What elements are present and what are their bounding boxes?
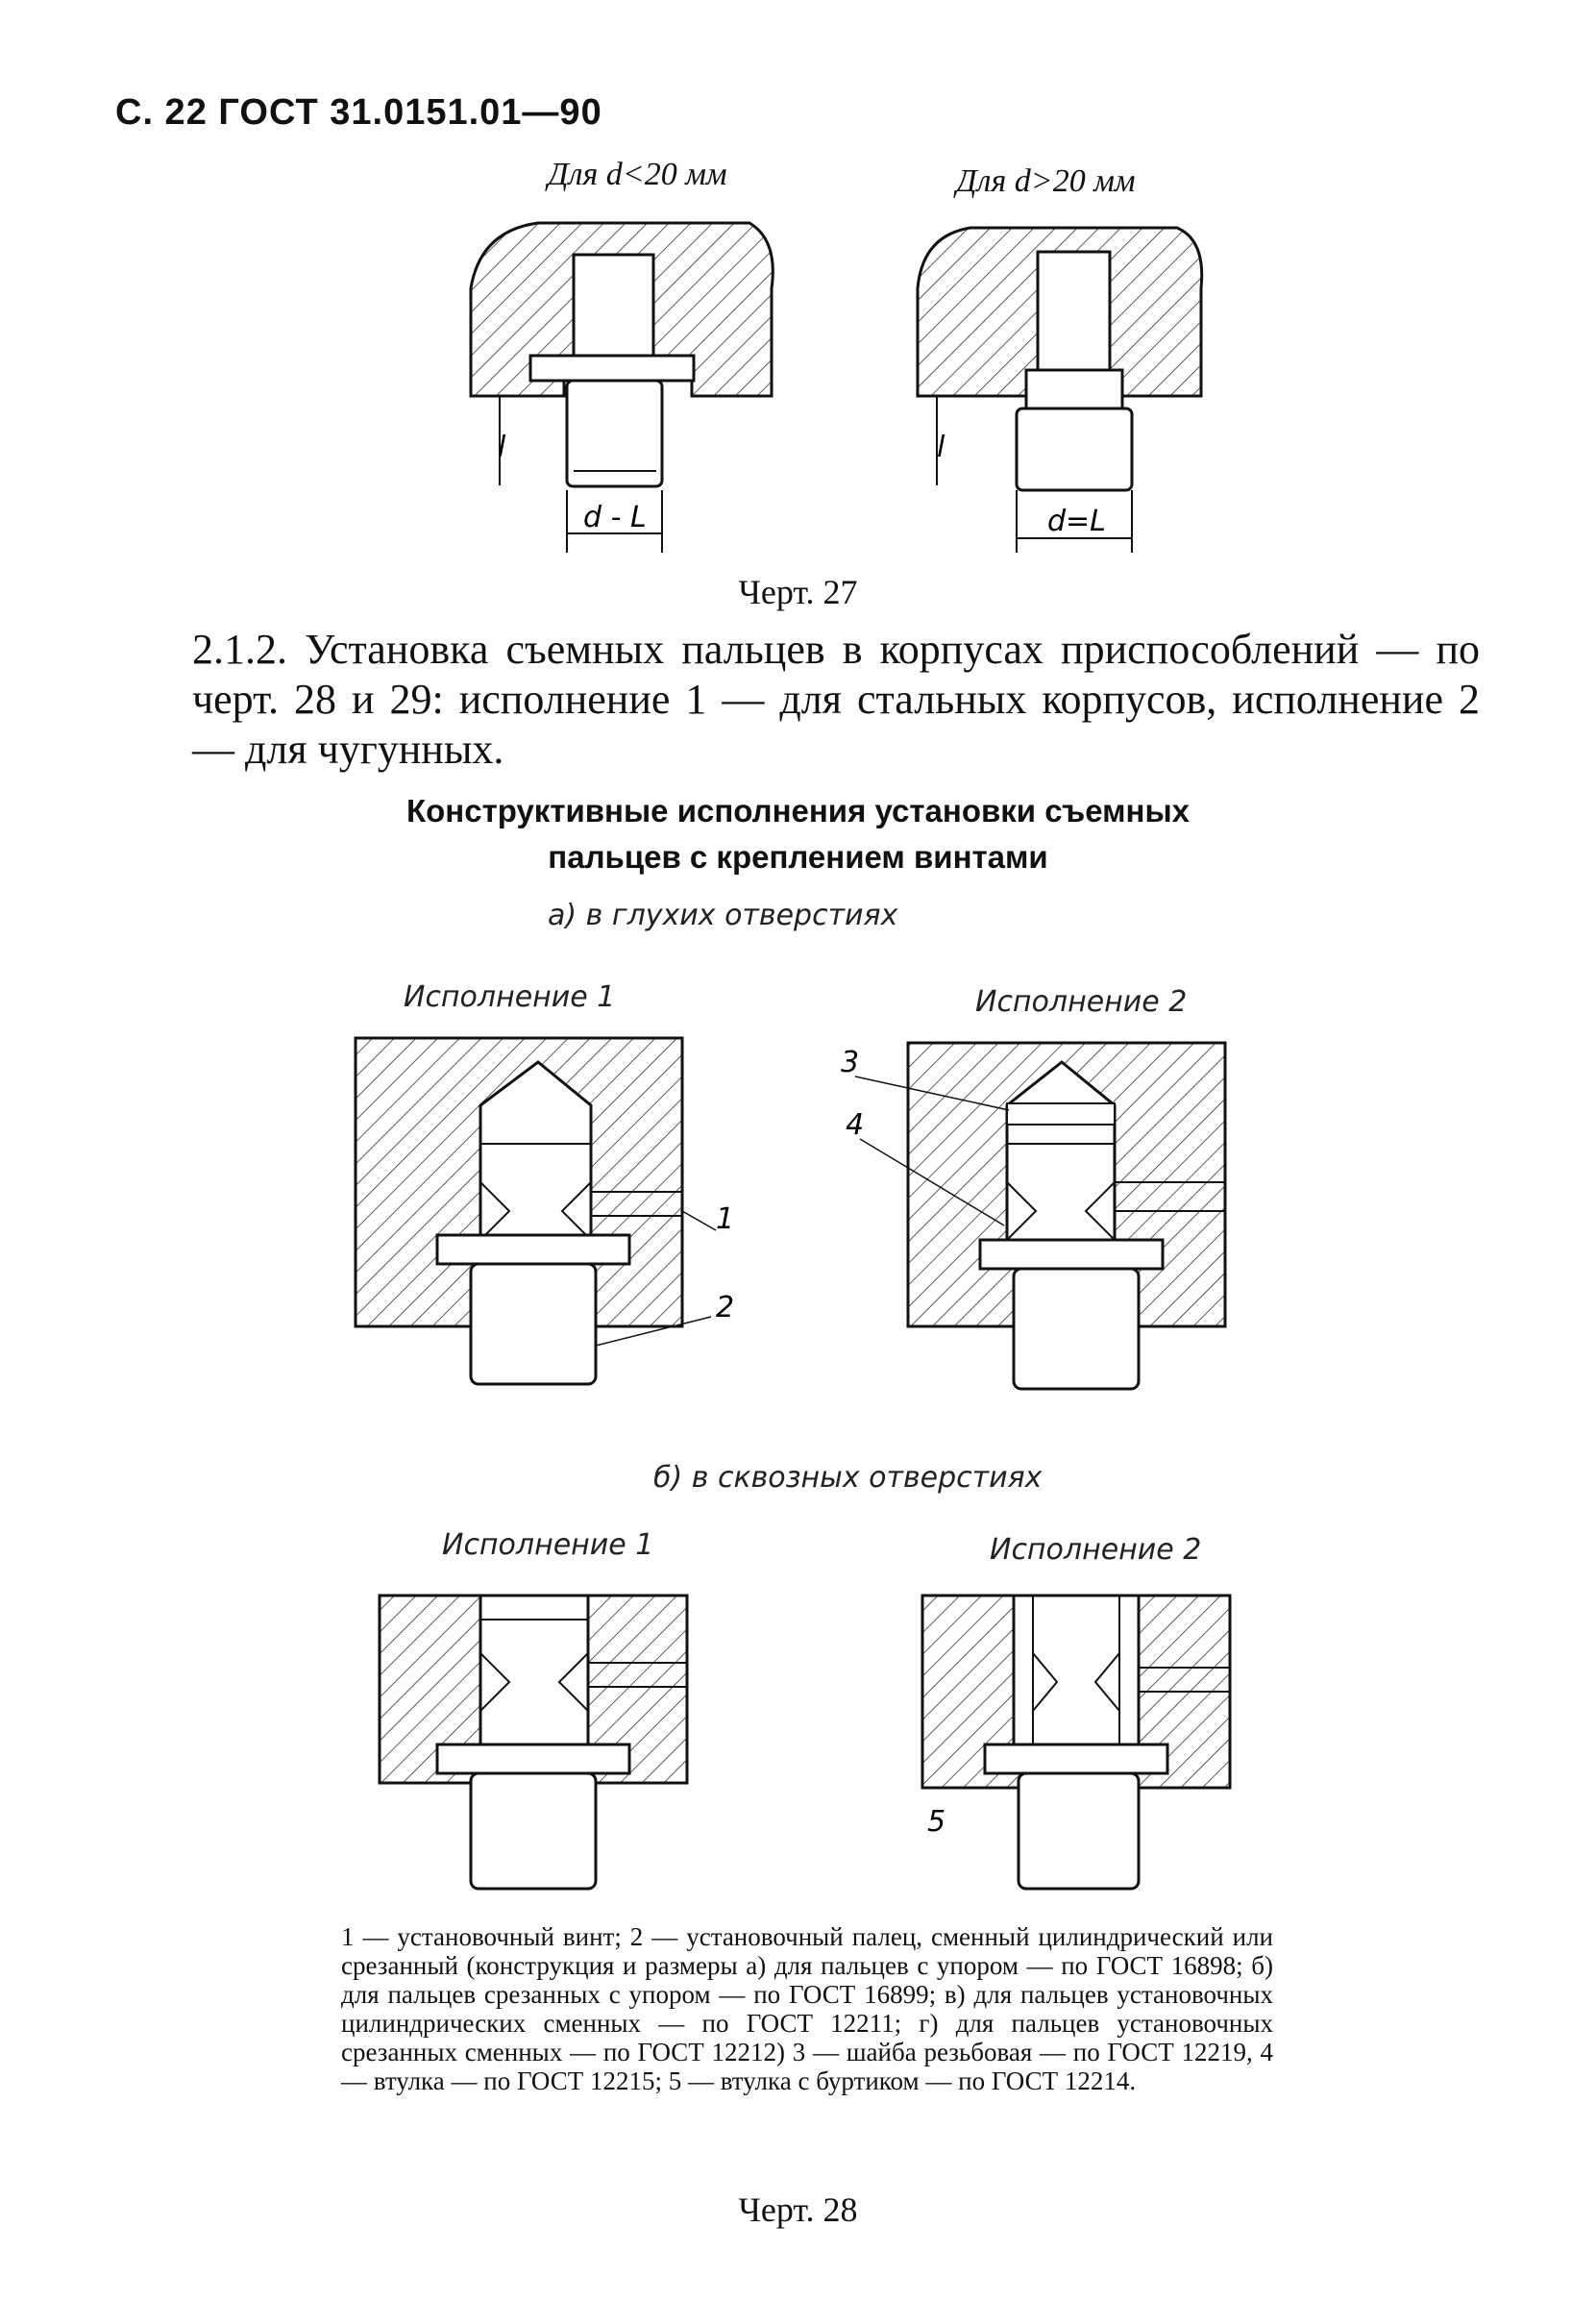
fig27-caption-left: Для d<20 мм — [548, 157, 727, 192]
paragraph-2-1-2: 2.1.2. Установка съемных пальцев в корпу… — [192, 625, 1480, 775]
page-header: С. 22 ГОСТ 31.0151.01—90 — [115, 92, 602, 133]
fig27-left-body: l d - L — [469, 221, 774, 553]
fig28-a2-body: 3 4 — [841, 1041, 1227, 1391]
fig27-right-body: l d=L — [916, 226, 1204, 553]
callout-4: 4 — [846, 1108, 864, 1142]
fig27-dim-right: d=L — [1047, 505, 1106, 538]
fig28-a-drawing: 1 2 3 4 — [354, 1036, 1227, 1391]
fig27-dim-l-left: l — [498, 431, 506, 464]
fig28-a1-body: 1 2 — [354, 1036, 734, 1386]
section-title-line1: Конструктивные исполнения установки съем… — [405, 793, 1191, 829]
callout-3: 3 — [841, 1046, 859, 1079]
fig28-sub-a: а) в глухих отверстиях — [548, 899, 898, 932]
fig28-b1-body — [378, 1594, 689, 1891]
fig28-variant-b2: Исполнение 2 — [990, 1533, 1202, 1567]
fig28-variant-a2: Исполнение 2 — [975, 985, 1188, 1019]
fig28-sub-b: б) в сквозных отверстиях — [653, 1461, 1043, 1495]
fig28-title: Черт. 28 — [738, 2190, 858, 2229]
paragraph-text: 2.1.2. Установка съемных пальцев в корпу… — [192, 626, 1480, 773]
callout-5: 5 — [927, 1805, 945, 1839]
fig27-dim-l-right: l — [937, 431, 945, 464]
fig28-b-drawing: 5 — [378, 1594, 1232, 1891]
fig28-b2-body: 5 — [921, 1594, 1232, 1891]
fig28-variant-b1: Исполнение 1 — [442, 1528, 654, 1562]
section-title-line2: пальцев с креплением винтами — [548, 839, 1048, 875]
fig27-title: Черт. 27 — [738, 573, 858, 611]
callout-1-a1: 1 — [716, 1202, 734, 1236]
fig28-legend: 1 — установочный винт; 2 — установочный … — [341, 1922, 1273, 2095]
callout-2-a1: 2 — [716, 1291, 734, 1324]
fig27-dim-left: d - L — [583, 501, 647, 534]
fig28-variant-a1: Исполнение 1 — [404, 980, 616, 1014]
fig27-drawing: l d - L l d=L — [469, 221, 1204, 553]
fig27-caption-right: Для d>20 мм — [956, 163, 1136, 199]
